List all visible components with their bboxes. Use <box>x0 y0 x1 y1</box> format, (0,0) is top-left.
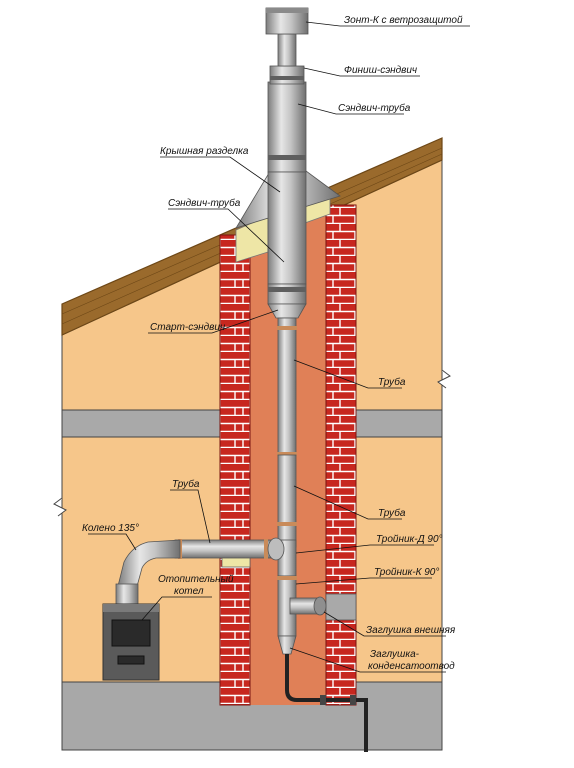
label-pipe-upper: Труба <box>293 359 406 389</box>
svg-text:котел: котел <box>174 586 204 597</box>
label-roof-cut: Крышная разделка <box>160 146 281 193</box>
pipe-joint-1 <box>277 326 297 330</box>
brick-wall-right <box>325 204 357 706</box>
svg-text:Старт-сэндвич: Старт-сэндвич <box>150 322 225 333</box>
label-condensate-drain: Заглушка- конденсатоотвод <box>289 647 455 673</box>
svg-text:Крышная разделка: Крышная разделка <box>160 146 249 157</box>
sandwich-pipe-middle <box>267 171 307 285</box>
sandwich-band-1 <box>268 155 306 160</box>
svg-text:Тройник-К 90°: Тройник-К 90° <box>374 567 439 578</box>
horizontal-joint-2 <box>264 539 268 559</box>
label-pipe-lower: Труба <box>293 485 406 520</box>
boiler-top <box>103 604 159 612</box>
pipe-lower <box>277 454 297 548</box>
label-sandwich-pipe-top: Сэндвич-труба <box>297 102 411 115</box>
condensate-plug <box>277 635 297 655</box>
svg-text:Зонт-К с ветрозащитой: Зонт-К с ветрозащитой <box>344 15 463 26</box>
condensate-hose <box>285 654 368 752</box>
inspection-niche <box>325 593 357 621</box>
svg-text:Сэндвич-труба: Сэндвич-труба <box>338 102 411 114</box>
start-band <box>268 287 306 292</box>
label-sandwich-pipe-mid: Сэндвич-труба <box>168 197 285 263</box>
pipe-upper <box>277 317 297 454</box>
pipe-joint-2 <box>277 452 297 456</box>
label-start-sandwich: Старт-сэндвич <box>148 309 279 334</box>
label-tee-k: Тройник-К 90° <box>295 567 439 585</box>
tee-d-branch-end <box>267 537 285 561</box>
label-tee-d: Тройник-Д 90° <box>295 534 443 554</box>
label-cap: Зонт-К с ветрозащитой <box>305 15 470 27</box>
svg-text:конденсатоотвод: конденсатоотвод <box>368 661 455 672</box>
label-pipe-left: Труба <box>170 478 211 544</box>
start-reducer <box>267 303 307 319</box>
svg-text:Труба: Труба <box>378 376 406 388</box>
svg-text:Заглушка-: Заглушка- <box>370 649 420 660</box>
svg-text:Тройник-Д 90°: Тройник-Д 90° <box>376 534 443 545</box>
svg-text:Труба: Труба <box>378 507 406 519</box>
external-plug <box>313 596 327 616</box>
cap-neck <box>277 33 297 67</box>
svg-text:Финиш-сэндвич: Финиш-сэндвич <box>344 65 417 76</box>
boiler-door <box>111 619 151 647</box>
svg-text:Труба: Труба <box>172 478 200 490</box>
boiler-flue-collar <box>115 583 139 605</box>
label-boiler: Отопительный котел <box>141 574 234 621</box>
label-finish-sandwich: Финиш-сэндвич <box>303 65 420 77</box>
cap-band <box>266 8 308 13</box>
svg-text:Колено 135°: Колено 135° <box>82 523 139 534</box>
label-external-plug: Заглушка внешняя <box>323 611 456 637</box>
label-elbow: Колено 135° <box>82 523 139 551</box>
svg-text:Сэндвич-труба: Сэндвич-труба <box>168 197 241 209</box>
svg-text:Заглушка внешняя: Заглушка внешняя <box>366 625 456 636</box>
finish-sandwich <box>269 65 305 85</box>
brick-wall-left <box>219 234 251 706</box>
pipe-joint-3 <box>277 522 297 526</box>
pipe-joint-4 <box>277 576 297 580</box>
finish-band <box>270 76 304 80</box>
boiler-ashpit <box>117 655 145 665</box>
svg-text:Отопительный: Отопительный <box>158 574 234 585</box>
break-mark-left <box>53 497 67 517</box>
hose-fitting-1 <box>320 695 326 705</box>
break-mark-right <box>437 369 451 389</box>
hose-fitting-2 <box>350 695 356 705</box>
